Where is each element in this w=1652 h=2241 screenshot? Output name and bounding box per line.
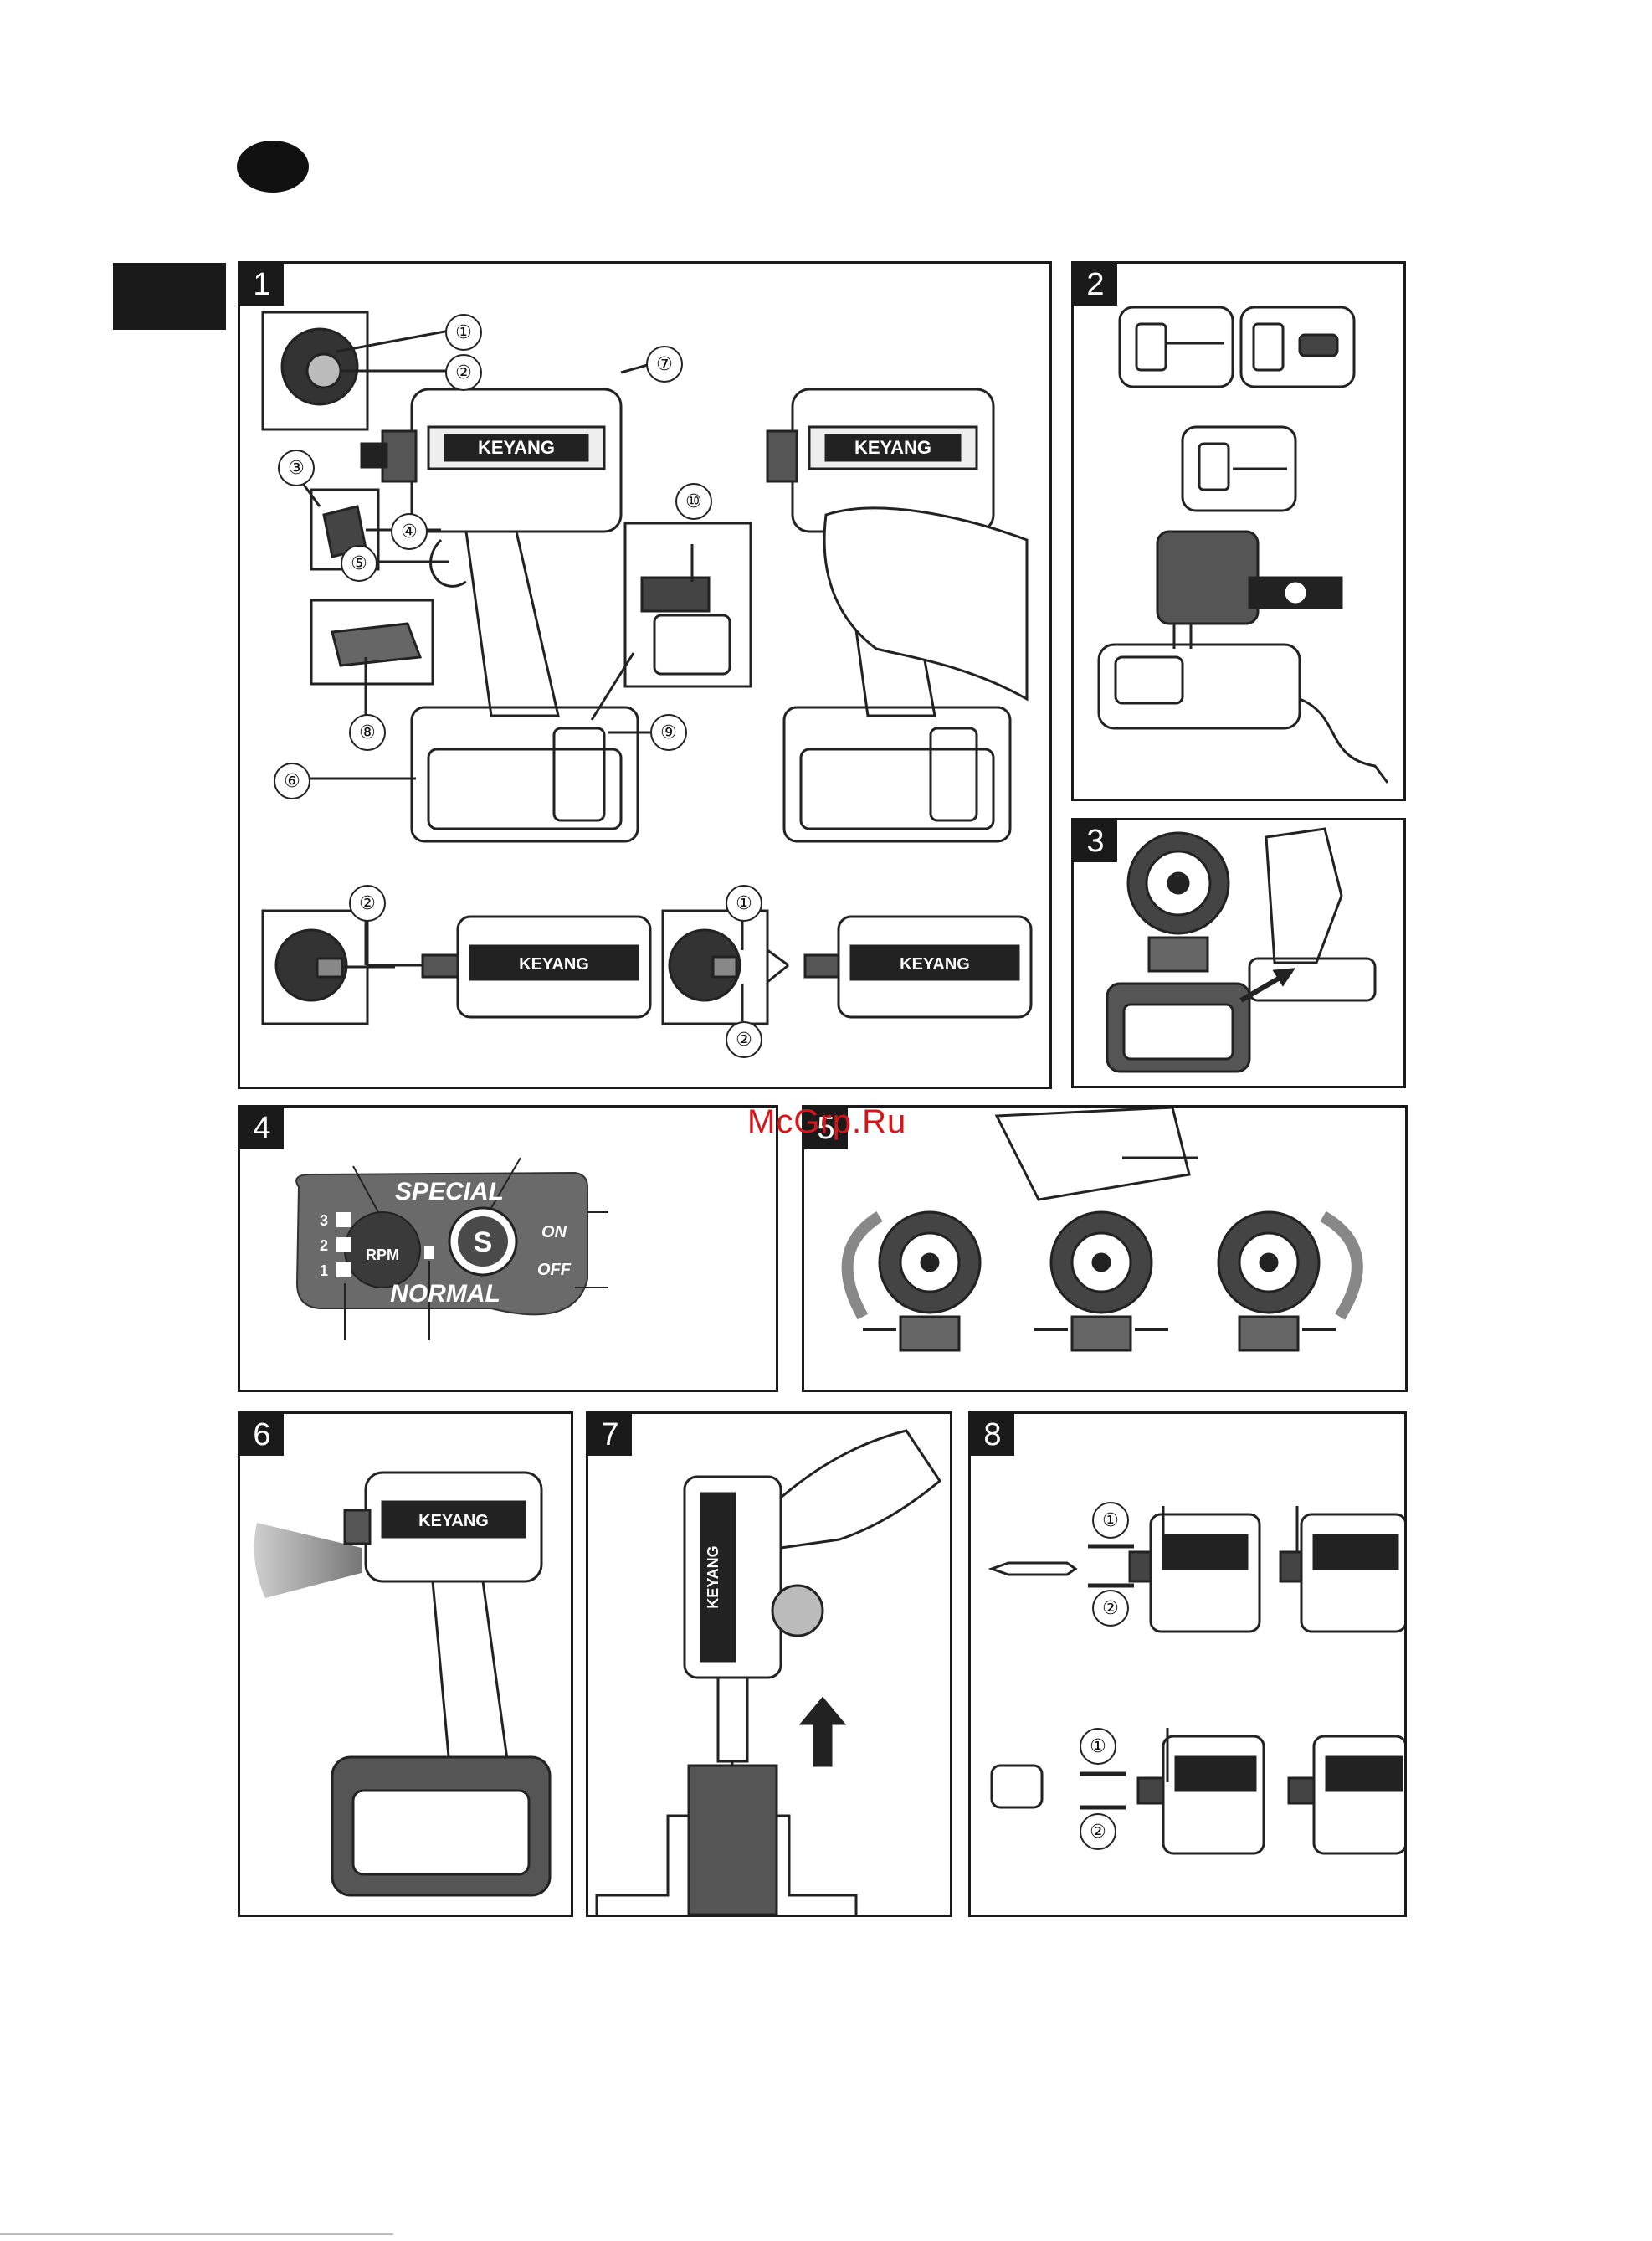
control-panel-illustration: SPECIAL NORMAL ON OFF RPM S 3 2 1 [240,1108,776,1390]
brand-label-left: KEYANG [478,437,555,458]
callout-1: ① [445,314,482,351]
panel-number: 2 [1074,264,1117,306]
battery-insert-illustration [1074,820,1403,1086]
panel-number: 7 [588,1414,632,1456]
tool-overview-illustration: KEYANG KEYANG KEYANG KEYANG [240,264,1049,1087]
callout-4: ④ [391,513,428,550]
level-2: 2 [320,1237,328,1254]
panel-7: 7 KEYANG [586,1411,952,1917]
panel-8: 8 ① ② ① ② [968,1411,1407,1917]
level-3: 3 [320,1212,328,1229]
brand-label-p7: KEYANG [705,1545,721,1608]
bit-socket-install-illustration [971,1414,1404,1915]
panel-number: 1 [240,264,284,306]
panel-1: 1 [238,261,1052,1089]
panel-3: 3 [1071,818,1406,1088]
callout-p8-2-top: ② [1092,1590,1129,1627]
panel-number: 3 [1074,820,1117,862]
rpm-label: RPM [366,1246,399,1263]
brand-label-bottom-right: KEYANG [900,955,970,974]
callout-9: ⑨ [650,714,687,751]
panel-number: 8 [971,1414,1014,1456]
driving-screw-illustration: KEYANG [588,1414,950,1915]
off-label: OFF [537,1261,572,1279]
normal-label: NORMAL [390,1280,500,1308]
panel-4: 4 SPECIAL NORMAL ON OFF RPM S 3 2 1 [238,1105,778,1392]
side-tab [113,263,226,330]
callout-1-bottom-right: ① [726,885,762,922]
callout-p8-1-bottom: ① [1080,1728,1116,1765]
panel-5: 5 [802,1105,1408,1392]
callout-8: ⑧ [349,714,386,751]
panel-number: 4 [240,1108,284,1149]
on-label: ON [541,1223,567,1241]
callout-6: ⑥ [274,763,310,799]
panel-6: 6 KEYANG [238,1411,573,1917]
callout-2-bottom-right: ② [726,1021,762,1058]
callout-5: ⑤ [341,545,377,582]
watermark-text: McGrp.Ru [747,1103,906,1141]
callout-p8-1-top: ① [1092,1502,1129,1539]
direction-switch-illustration [804,1108,1405,1390]
header-circle-mark [237,141,309,193]
brand-label-p6: KEYANG [418,1512,489,1530]
level-1: 1 [320,1262,328,1279]
callout-7: ⑦ [646,346,683,383]
led-light-illustration: KEYANG [240,1414,571,1915]
panel-number: 6 [240,1414,284,1456]
panel-2: 2 [1071,261,1406,801]
charger-illustration [1074,264,1403,799]
special-s-label: S [474,1226,493,1258]
callout-2-bottom-left: ② [349,885,386,922]
brand-label-right: KEYANG [854,437,931,458]
callout-10: ⑩ [675,483,712,520]
callout-p8-2-bottom: ② [1080,1813,1116,1850]
special-label: SPECIAL [395,1178,504,1205]
callout-2: ② [445,354,482,391]
callout-3: ③ [278,450,315,486]
brand-label-bottom-left: KEYANG [519,955,589,974]
bottom-rule [0,2233,393,2235]
